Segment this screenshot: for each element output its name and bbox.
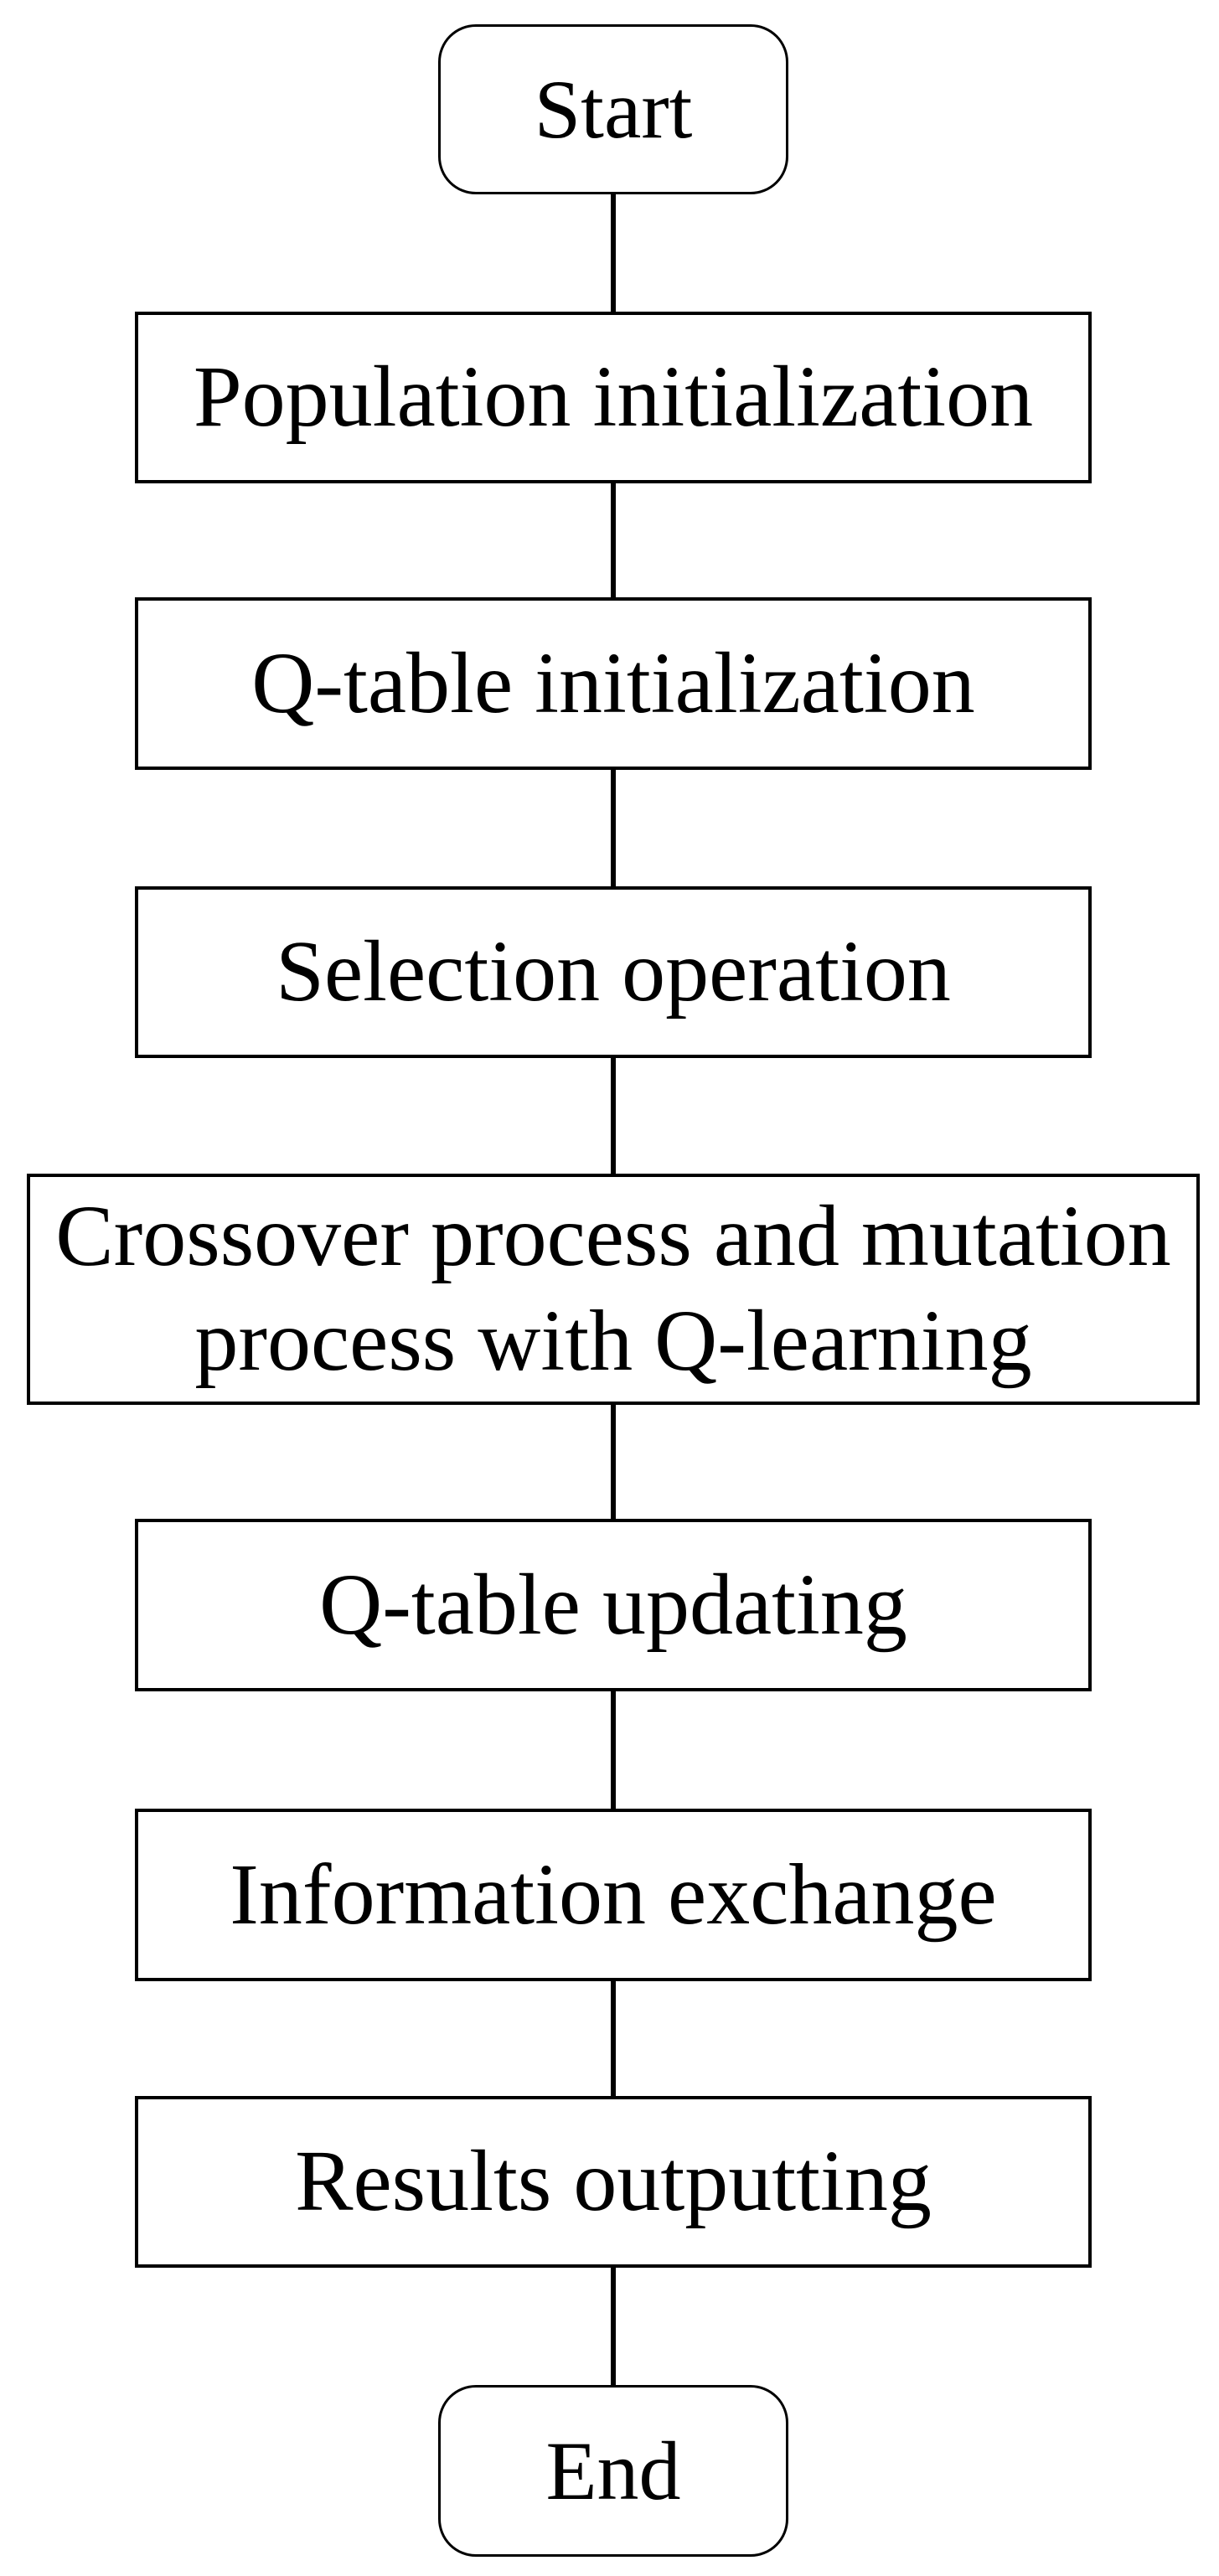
- node-information-exchange: Information exchange: [135, 1809, 1092, 1981]
- node-results-outputting: Results outputting: [135, 2096, 1092, 2268]
- node-q-table-initialization: Q-table initialization: [135, 597, 1092, 770]
- node-end-label: End: [545, 2424, 681, 2517]
- connector-population-initialization-to-q-table-initialization: [611, 482, 616, 601]
- node-population-initialization: Population initialization: [135, 312, 1092, 483]
- node-information-exchange-label: Information exchange: [230, 1846, 997, 1943]
- node-crossover-mutation-label: Crossover process and mutation process w…: [55, 1188, 1171, 1389]
- connector-results-outputting-to-end: [611, 2266, 616, 2388]
- node-population-initialization-label: Population initialization: [193, 348, 1034, 446]
- node-selection-operation-label: Selection operation: [276, 923, 951, 1020]
- node-selection-operation: Selection operation: [135, 886, 1092, 1058]
- connector-selection-operation-to-crossover-mutation: [611, 1056, 616, 1177]
- node-crossover-mutation: Crossover process and mutation process w…: [27, 1174, 1200, 1405]
- node-q-table-initialization-label: Q-table initialization: [251, 634, 975, 731]
- connector-q-table-initialization-to-selection-operation: [611, 768, 616, 890]
- connector-crossover-mutation-to-q-table-updating: [611, 1403, 616, 1522]
- node-q-table-updating-label: Q-table updating: [319, 1556, 907, 1653]
- connector-information-exchange-to-results-outputting: [611, 1980, 616, 2099]
- node-results-outputting-label: Results outputting: [295, 2133, 932, 2230]
- node-start: Start: [438, 24, 788, 194]
- node-end: End: [438, 2385, 788, 2557]
- connector-q-table-updating-to-information-exchange: [611, 1690, 616, 1812]
- node-start-label: Start: [534, 62, 693, 156]
- connector-start-to-population-initialization: [611, 193, 616, 315]
- node-q-table-updating: Q-table updating: [135, 1519, 1092, 1691]
